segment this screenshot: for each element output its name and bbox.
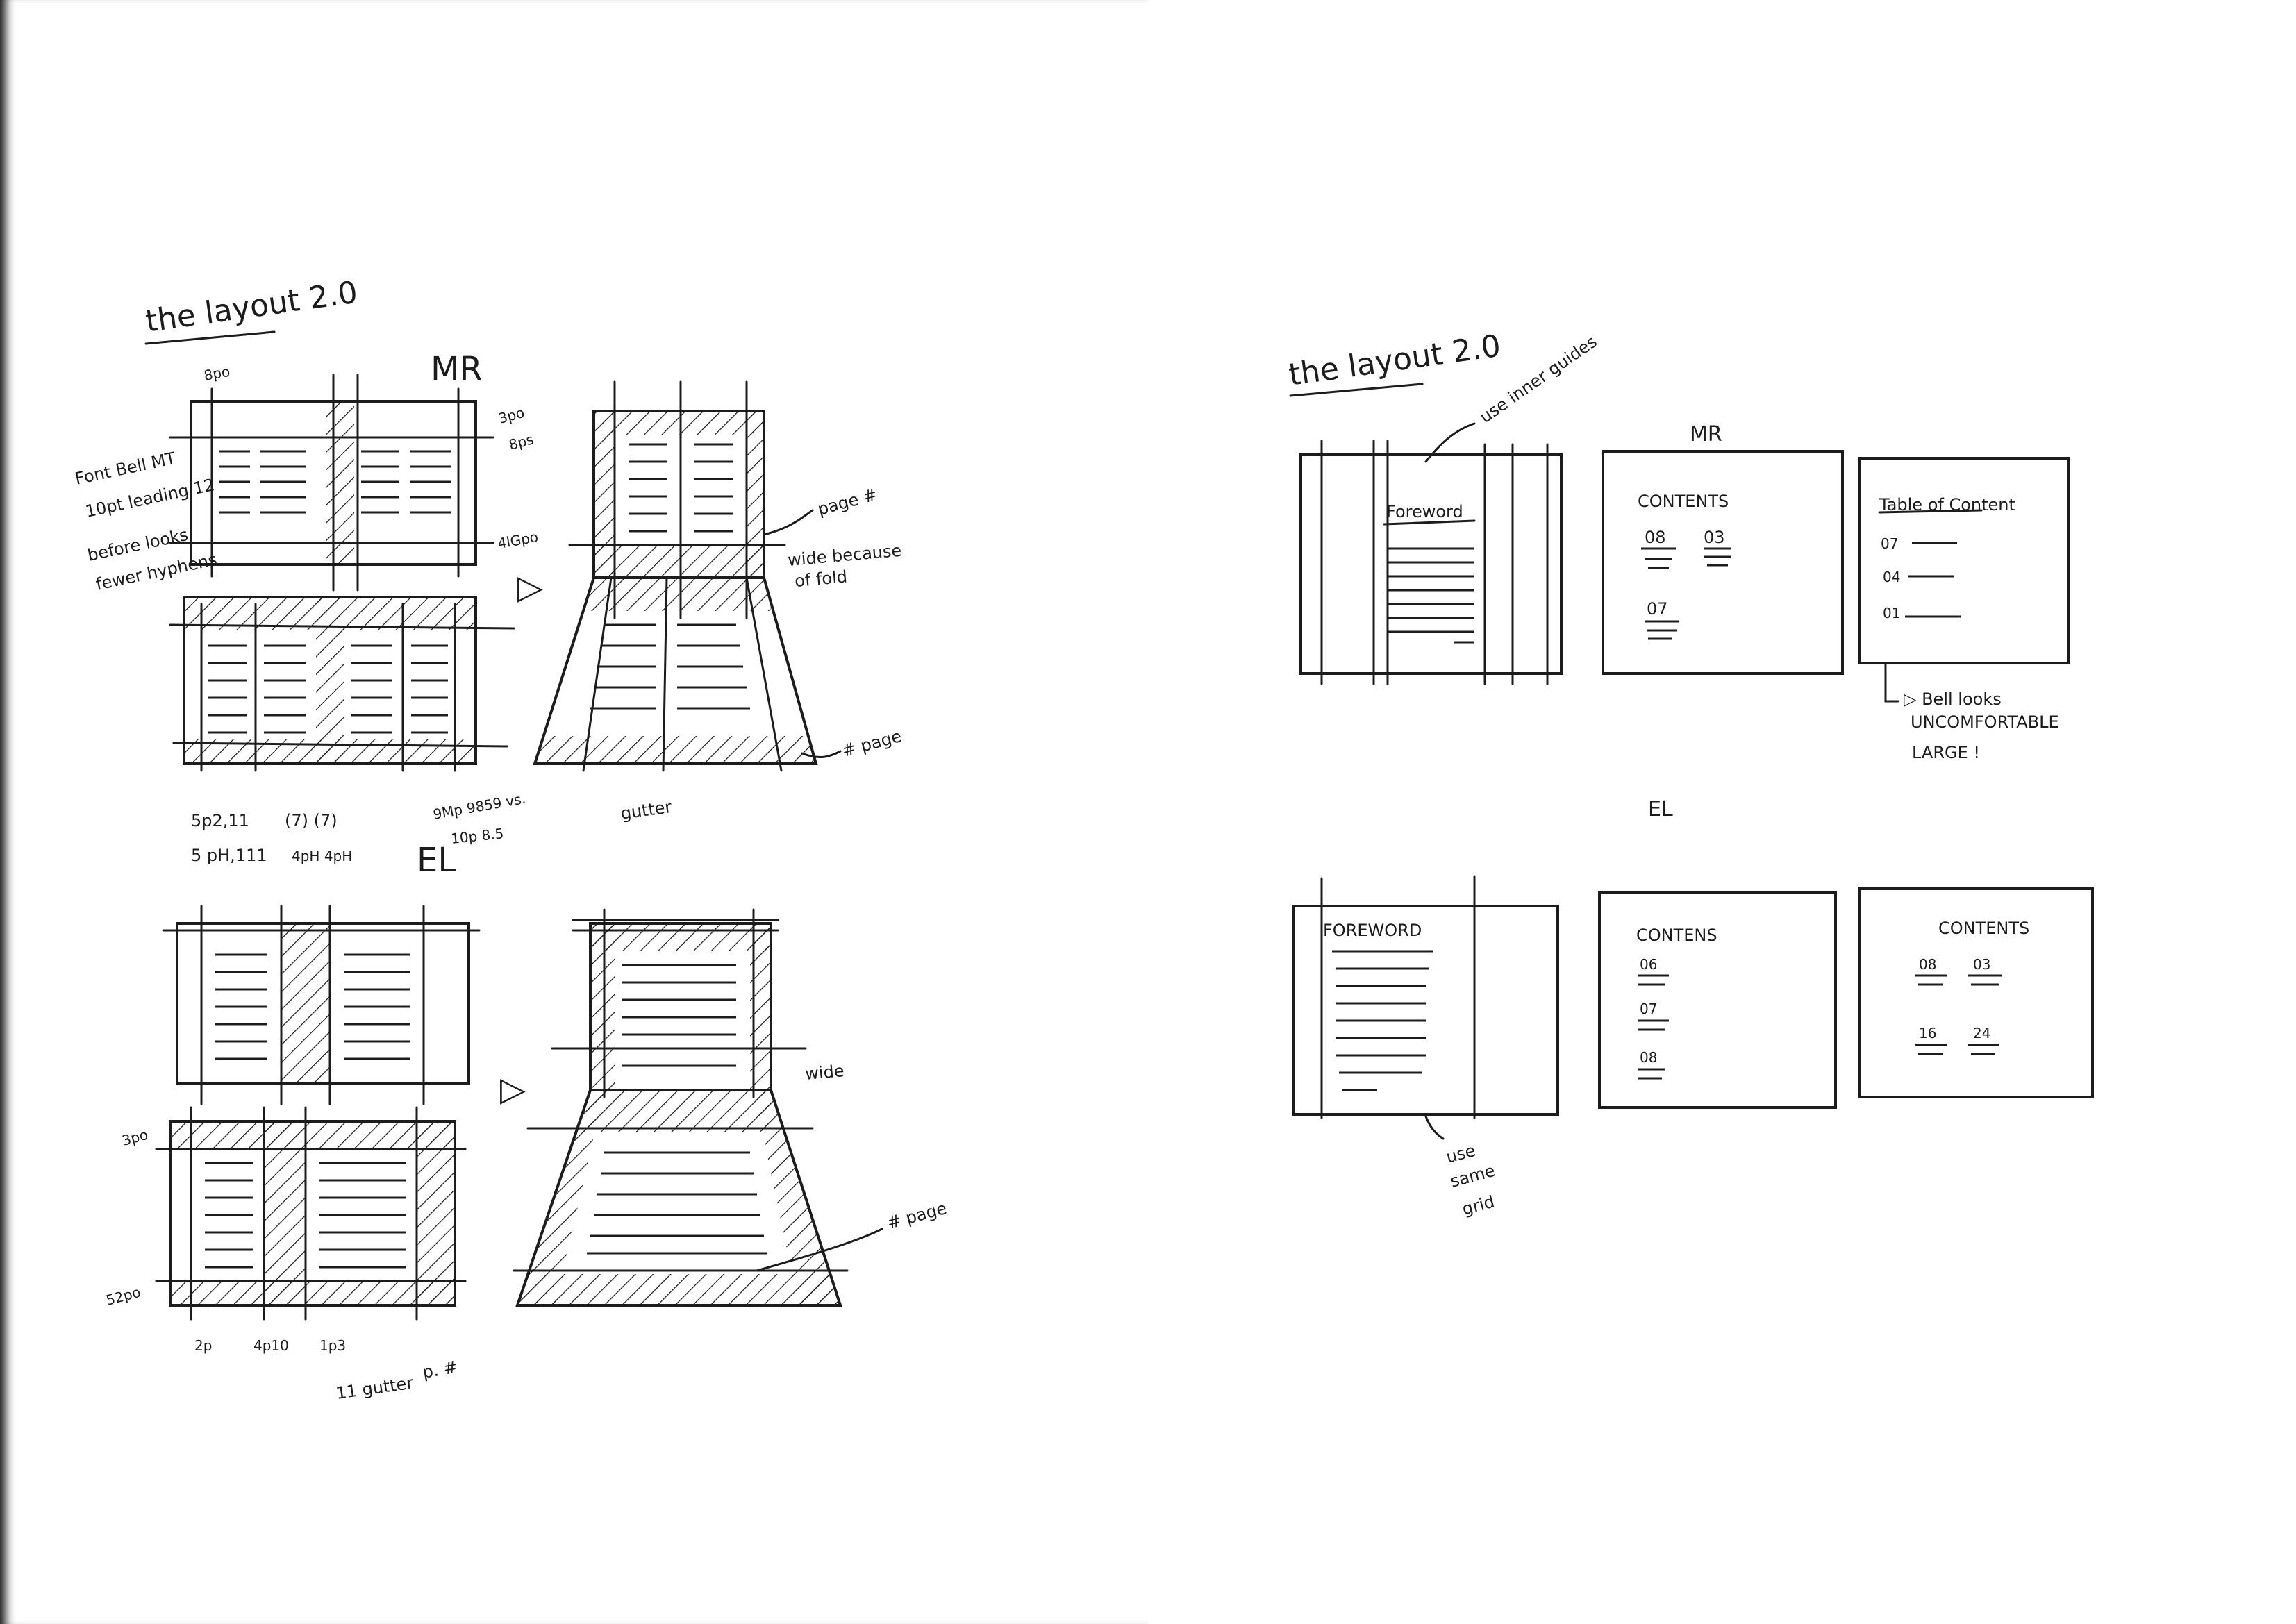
note-top-margin: 8po — [203, 363, 231, 384]
mr-label-left: MR — [431, 350, 483, 389]
el-contents-1-num-2: 07 — [1640, 1001, 1657, 1017]
sketchbook-left-page: the layout 2.0 MR Font Bell MT 10pt lead… — [0, 0, 1148, 1624]
note-bot-11: 11 gutter — [335, 1373, 415, 1403]
note-of-fold: of fold — [794, 567, 848, 590]
el-contents-1-num-1: 06 — [1640, 956, 1657, 973]
el-sketch-1 — [163, 906, 479, 1104]
note-same-grid-2: same — [1448, 1161, 1497, 1191]
note-bottom-d: 4pH 4pH — [292, 848, 352, 864]
el-contents-2-num-4: 24 — [1973, 1025, 1990, 1041]
mr-sketch-1 — [170, 375, 493, 590]
el-contents-2-num-3: 16 — [1919, 1025, 1936, 1041]
note-num-page-2: # page — [885, 1198, 949, 1233]
el-contents-2-num-1: 08 — [1919, 956, 1936, 973]
el-foreword-title: FOREWORD — [1323, 921, 1422, 940]
note-gutter: gutter — [619, 797, 673, 823]
mr-toc-sketch — [1860, 458, 2068, 663]
note-bot-4p: 4p10 — [253, 1337, 289, 1354]
note-right-8: 8ps — [507, 430, 535, 453]
el-sketch-2 — [156, 1107, 465, 1319]
note-bot-pn: p. # — [421, 1357, 459, 1382]
pointer-same-grid — [1426, 1116, 1443, 1139]
note-bot-1p: 1p3 — [319, 1337, 346, 1354]
note-page-num: page # — [815, 485, 879, 519]
el-label-left: EL — [417, 841, 456, 880]
note-bell-1: ▷ Bell looks — [1904, 689, 2002, 709]
el-contents-1-title: CONTENS — [1636, 926, 1717, 945]
mr-sketch-2 — [170, 597, 514, 771]
mr-contents-sketch — [1603, 451, 1842, 673]
note-same-grid-1: use — [1444, 1141, 1477, 1167]
mr-contents-num-3: 07 — [1647, 599, 1668, 619]
el-contents-2-num-2: 03 — [1973, 956, 1990, 973]
mr-foreword-title: Foreword — [1386, 502, 1463, 521]
note-bot-2p: 2p — [194, 1337, 212, 1354]
mr-contents-num-2: 03 — [1704, 528, 1725, 547]
note-bottom-f: 10p 8.5 — [450, 825, 504, 847]
el-contents-1-num-3: 08 — [1640, 1049, 1657, 1066]
pointer-page-num — [764, 510, 813, 535]
mr-toc-num-2: 04 — [1883, 569, 1900, 585]
note-bell-3: LARGE ! — [1912, 743, 1980, 762]
left-heading: the layout 2.0 — [143, 275, 360, 340]
el-label-right: EL — [1648, 797, 1673, 821]
note-num-page-1: # page — [840, 726, 904, 761]
right-heading: the layout 2.0 — [1286, 328, 1503, 393]
note-bottom-a: 5p2,11 — [191, 811, 249, 830]
el-perspective-sketch — [514, 910, 847, 1305]
note-bottom-b: 5 pH,111 — [191, 846, 267, 865]
note-font: Font Bell MT — [73, 449, 177, 489]
arrow-mr: ▷ — [517, 568, 543, 607]
note-bell-2: UNCOMFORTABLE — [1911, 712, 2059, 732]
el-contents-sketch-1 — [1599, 892, 1836, 1107]
mr-contents-num-1: 08 — [1645, 528, 1666, 547]
left-page-drawing: the layout 2.0 MR Font Bell MT 10pt lead… — [0, 0, 1148, 1624]
arrow-el: ▷ — [500, 1070, 526, 1109]
note-wide-because: wide because — [787, 541, 902, 570]
el-contents-2-title: CONTENTS — [1938, 919, 2029, 938]
mr-toc-title: Table of Content — [1879, 495, 2015, 514]
mr-toc-num-1: 07 — [1881, 535, 1898, 552]
note-side-3: 3po — [120, 1126, 150, 1149]
note-right-4: 4lGpo — [497, 528, 540, 552]
note-same-grid-3: grid — [1460, 1192, 1497, 1219]
note-bottom-c: (7) (7) — [285, 811, 338, 830]
note-bottom-e: 9Mp 9859 vs. — [432, 790, 527, 823]
note-wide: wide — [804, 1061, 845, 1084]
mr-contents-title: CONTENTS — [1638, 492, 1729, 511]
note-right-top: 3po — [497, 404, 526, 427]
mr-perspective-sketch — [535, 382, 816, 771]
mr-toc-num-3: 01 — [1883, 605, 1900, 621]
right-page-drawing: the layout 2.0 MR Foreword use inner gui… — [1148, 0, 2296, 1624]
sketchbook-right-page: the layout 2.0 MR Foreword use inner gui… — [1148, 0, 2296, 1624]
el-foreword-sketch — [1294, 876, 1558, 1118]
mr-label-right: MR — [1690, 422, 1722, 446]
note-side-52: 52po — [104, 1284, 142, 1309]
pointer-bell — [1886, 663, 1898, 701]
mr-foreword-sketch — [1301, 441, 1561, 684]
